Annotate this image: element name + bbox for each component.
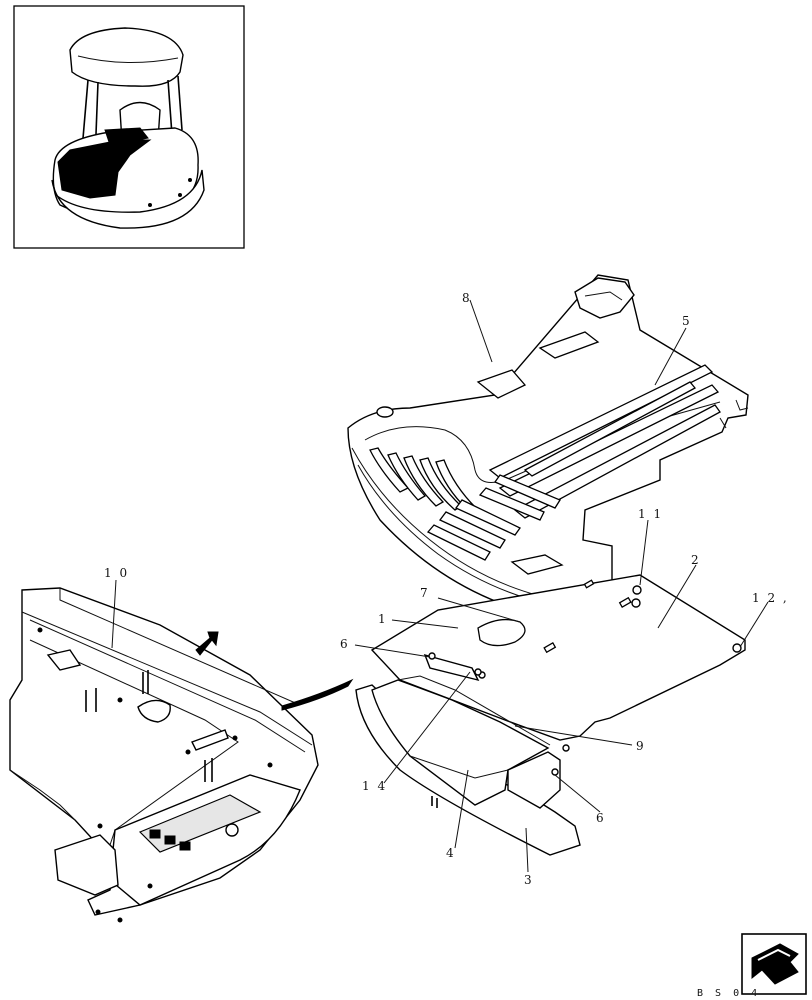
callout-8: 8 xyxy=(462,291,472,305)
callout-1: 1 xyxy=(378,612,388,626)
floor-plate xyxy=(370,574,746,752)
detail-pointer xyxy=(281,678,354,711)
callout-3: 3 xyxy=(524,873,534,887)
document-id: B S 0 4 xyxy=(697,988,760,999)
leader-lines xyxy=(111,299,769,873)
view-direction-arrow-icon xyxy=(195,631,219,656)
callout-10: 1 0 xyxy=(104,566,129,580)
callout-2: 2 xyxy=(691,553,701,567)
callout-9: 9 xyxy=(636,739,646,753)
callout-6-lower: 6 xyxy=(596,811,606,825)
callout-14: 1 4 xyxy=(362,779,387,793)
enlarged-frame-view xyxy=(9,587,319,923)
callout-11: 1 1 xyxy=(638,507,663,521)
callout-6-upper: 6 xyxy=(340,637,350,651)
machine-overview-icon xyxy=(13,5,245,249)
floor-mat-assembly xyxy=(347,274,749,613)
next-page-arrow-icon[interactable] xyxy=(741,933,807,995)
callout-5: 5 xyxy=(682,314,692,328)
callout-7: 7 xyxy=(420,586,430,600)
callout-12: 1 2 , xyxy=(752,591,789,605)
callout-4: 4 xyxy=(446,846,456,860)
